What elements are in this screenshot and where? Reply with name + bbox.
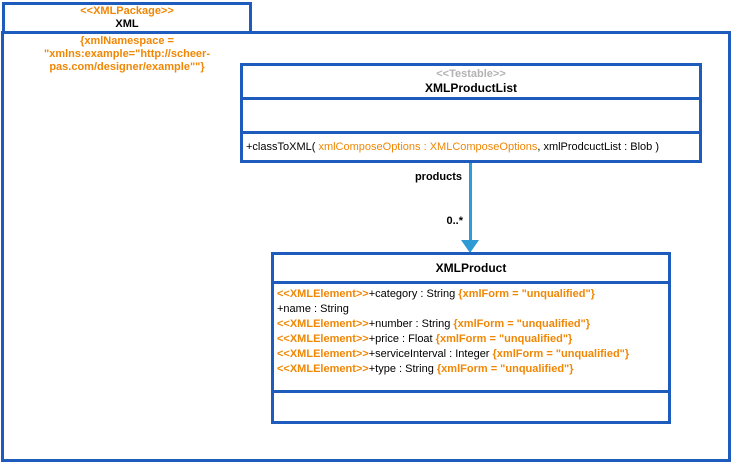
package-stereotype: <<XMLPackage>> [80, 5, 174, 17]
xmlproductlist-operations-compartment[interactable]: +classToXML( xmlComposeOptions : XMLComp… [243, 134, 699, 160]
xmlproduct-header: XMLProduct [274, 255, 668, 284]
association-multiplicity-label: 0..* [446, 215, 463, 227]
package-name: XML [115, 18, 139, 30]
xmlproductlist-stereotype: <<Testable>> [436, 67, 506, 80]
xml-package-tab[interactable]: <<XMLPackage>> XML [2, 2, 252, 34]
xmlproduct-name: XMLProduct [435, 260, 507, 275]
class-xmlproductlist[interactable]: <<Testable>> XMLProductList +classToXML(… [240, 63, 702, 163]
association-arrowhead-icon [461, 240, 479, 253]
operation-classtoxml: +classToXML( xmlComposeOptions : XMLComp… [246, 141, 659, 153]
xmlproductlist-header: <<Testable>> XMLProductList [243, 66, 699, 100]
attribute-row-price: <<XMLElement>>+price : Float {xmlForm = … [277, 333, 573, 345]
attribute-row-name: +name : String [277, 303, 349, 315]
attribute-row-number: <<XMLElement>>+number : String {xmlForm … [277, 318, 591, 330]
xmlproductlist-name: XMLProductList [425, 80, 517, 95]
association-name-label: products [414, 171, 462, 183]
package-namespace-annotation: {xmlNamespace = "xmlns:example="http://s… [43, 35, 210, 73]
association-arrow-line[interactable] [469, 163, 472, 242]
attribute-row-type: <<XMLElement>>+type : String {xmlForm = … [277, 363, 574, 375]
class-xmlproduct[interactable]: XMLProduct <<XMLElement>>+category : Str… [271, 252, 671, 424]
xmlproductlist-attributes-compartment[interactable] [243, 100, 699, 134]
xmlproduct-attributes-compartment[interactable]: <<XMLElement>>+category : String {xmlFor… [274, 284, 668, 393]
attribute-row-serviceinterval: <<XMLElement>>+serviceInterval : Integer… [277, 348, 630, 360]
attribute-row-category: <<XMLElement>>+category : String {xmlFor… [277, 288, 595, 300]
xmlproduct-operations-compartment[interactable] [274, 393, 668, 421]
